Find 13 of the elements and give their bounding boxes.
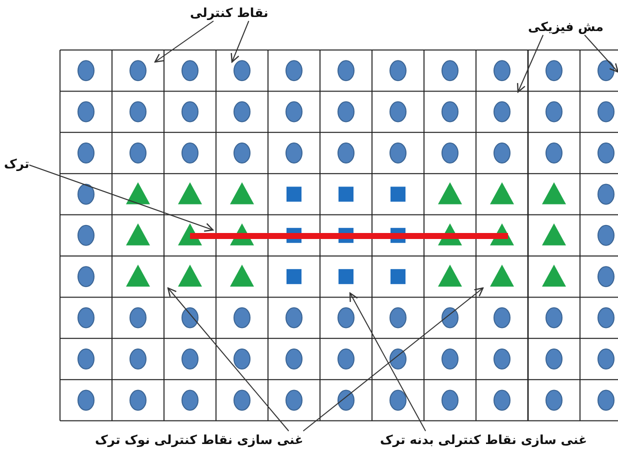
leader-line	[230, 20, 250, 63]
callout-text: غنی سازی نقاط کنترلی نوک ترک	[95, 432, 304, 447]
callout-text: نقاط کنترلی	[190, 5, 268, 20]
leader-line	[516, 34, 544, 93]
leader-line	[349, 292, 426, 432]
leader-line	[154, 20, 214, 63]
callout-text: ترک	[4, 156, 30, 171]
leader-line	[28, 164, 214, 232]
leader-line	[584, 34, 618, 73]
callout-text: غنی سازی نقاط کنترلی بدنه ترک	[380, 432, 588, 447]
leader-line	[167, 287, 290, 432]
leader-line	[302, 287, 484, 432]
callout-text: مش فیزیکی	[528, 19, 604, 34]
